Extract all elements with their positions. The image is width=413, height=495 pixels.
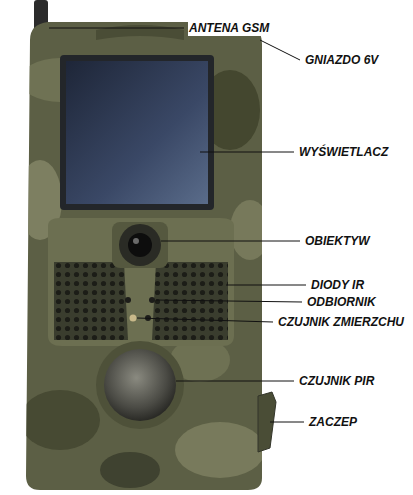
leader-line <box>176 381 294 382</box>
part-label: ANTENA GSM <box>188 20 270 36</box>
leader-lines <box>49 28 306 422</box>
leader-line <box>260 40 300 60</box>
part-label: GNIAZDO 6V <box>304 52 379 68</box>
lens-glass <box>128 233 152 257</box>
ir-led-array <box>54 262 128 340</box>
part-label: ZACZEP <box>308 414 358 430</box>
camouflage <box>18 58 270 488</box>
leader-line <box>161 241 300 242</box>
pir-sensor <box>104 349 176 421</box>
leader-line <box>137 318 273 322</box>
lens <box>119 224 161 266</box>
part-label: DIODY IR <box>310 277 365 293</box>
light-sensor <box>130 315 137 322</box>
lens-glint <box>133 238 139 244</box>
screen <box>66 61 208 204</box>
leader-line <box>49 28 184 29</box>
part-label: WYŚWIETLACZ <box>298 144 389 160</box>
lens-mount <box>112 222 168 268</box>
leader-line <box>156 300 302 302</box>
hood <box>96 25 184 40</box>
receiver <box>125 297 131 303</box>
receiver <box>149 297 155 303</box>
leader-line <box>200 152 294 153</box>
screen-frame <box>60 55 214 210</box>
part-label: CZUJNIK ZMIERZCHU <box>277 314 405 330</box>
part-label: CZUJNIK PIR <box>298 373 375 389</box>
part-label: OBIEKTYW <box>304 233 371 249</box>
leader-line <box>226 285 306 286</box>
pir-surround <box>96 341 184 429</box>
leader-line <box>270 422 304 423</box>
part-label: ODBIORNIK <box>306 294 377 310</box>
front-panel <box>48 218 234 346</box>
